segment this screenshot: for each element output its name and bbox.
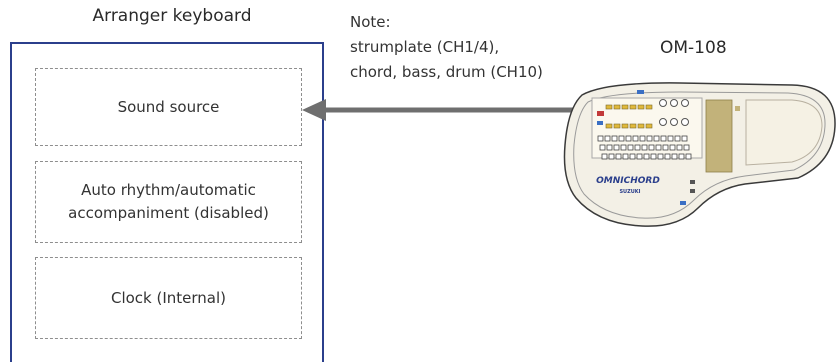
- clock-module: Clock (Internal): [35, 257, 302, 339]
- yellow-button-row-2: [605, 123, 653, 129]
- blue-light-icon: [637, 90, 644, 94]
- sound-source-label: Sound source: [117, 97, 220, 116]
- clock-label: Clock (Internal): [110, 288, 227, 307]
- blue-side-light-icon: [680, 201, 686, 205]
- arranger-keyboard-title: Arranger keyboard: [92, 6, 252, 26]
- side-button-2: [690, 189, 695, 193]
- strumplate-led: [735, 106, 740, 111]
- suzuki-logo: SUZUKI: [619, 189, 640, 195]
- midi-arrow: [302, 99, 576, 121]
- side-button-1: [690, 180, 695, 184]
- sound-source-module: Sound source: [35, 68, 302, 146]
- red-light-icon: [597, 111, 604, 116]
- device-label: OM-108: [660, 38, 727, 58]
- strumplate: [705, 99, 733, 173]
- omnichord-device: OMNICHORD SUZUKI: [563, 82, 836, 227]
- device-inner-outline: [573, 91, 826, 219]
- arranger-keyboard-box: [10, 42, 324, 362]
- midi-note-text: Note: strumplate (CH1/4), chord, bass, d…: [350, 13, 543, 81]
- auto-rhythm-module: Auto rhythm/automatic accompaniment (dis…: [35, 161, 302, 243]
- auto-rhythm-label: Auto rhythm/automatic accompaniment (dis…: [68, 181, 269, 222]
- blue-light-small-icon: [597, 121, 603, 125]
- omnichord-logo: OMNICHORD: [596, 176, 660, 186]
- knob-row-2: [659, 118, 689, 126]
- yellow-button-row-1: [605, 104, 653, 110]
- knob-row-1: [659, 99, 689, 107]
- chord-button-grid: [597, 135, 692, 160]
- device-handle: [745, 99, 823, 166]
